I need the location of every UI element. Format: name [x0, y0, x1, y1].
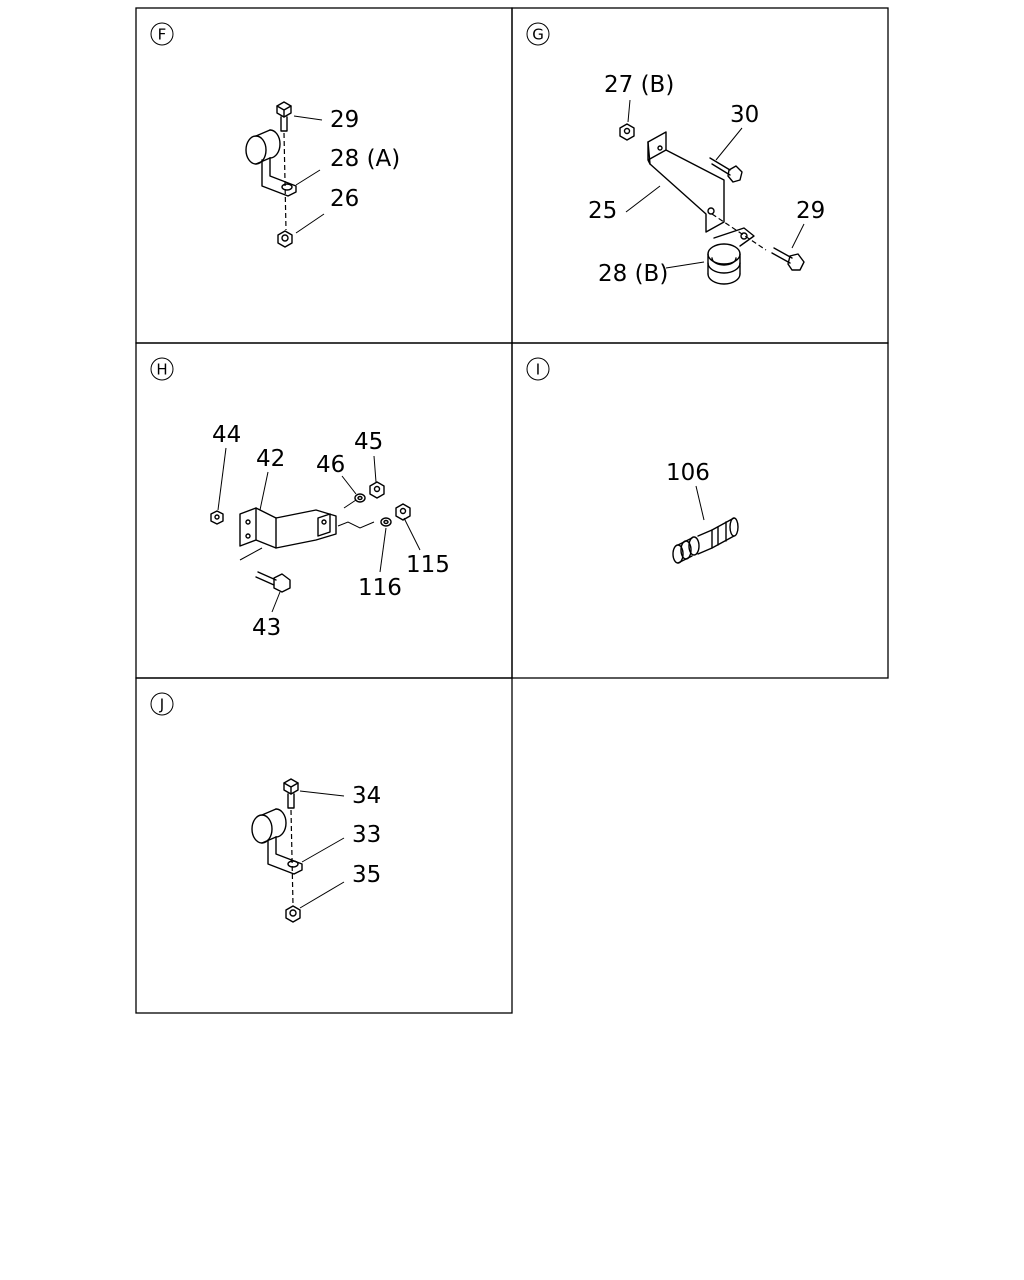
bolt-29-drawing [276, 101, 292, 132]
panel-frames [135, 7, 889, 1014]
nut-26-drawing [277, 230, 293, 248]
part-label-28a: 28 (A) [330, 146, 400, 172]
washer-116-drawing [380, 517, 392, 527]
nut-44-drawing [210, 510, 224, 525]
part-label-43: 43 [252, 615, 281, 641]
svg-text:H: H [156, 361, 167, 379]
panel-i-marker: I [526, 357, 550, 381]
bolt-axis [283, 132, 287, 231]
panel-h-frame [135, 342, 513, 679]
panel-j: J 34 33 35 [150, 692, 381, 923]
part-label-33: 33 [352, 822, 381, 848]
part-label-46: 46 [316, 452, 345, 478]
part-label-45: 45 [354, 429, 383, 455]
bolt-34-drawing [283, 778, 299, 809]
part-label-106: 106 [666, 460, 710, 486]
nut-35-drawing [285, 905, 301, 923]
panel-f-marker: F [150, 22, 174, 46]
washer-46-drawing [354, 493, 366, 503]
part-label-34: 34 [352, 783, 381, 809]
nut-115-drawing [395, 503, 411, 521]
panel-g-frame [511, 7, 889, 344]
svg-text:J: J [159, 696, 164, 714]
part-label-115: 115 [406, 552, 450, 578]
part-label-27b: 27 (B) [604, 72, 674, 98]
panel-h-marker: H [150, 357, 174, 381]
panel-g-marker: G [526, 22, 550, 46]
panel-f-frame [135, 7, 513, 344]
panel-j-frame [135, 677, 513, 1014]
part-label-116: 116 [358, 575, 402, 601]
clamp-28b-drawing [707, 227, 755, 285]
part-label-29-g: 29 [796, 198, 825, 224]
svg-text:F: F [158, 26, 167, 44]
panel-j-marker: J [150, 692, 174, 716]
part-label-28b: 28 (B) [598, 261, 668, 287]
part-label-29: 29 [330, 107, 359, 133]
part-label-44: 44 [212, 422, 241, 448]
part-label-35: 35 [352, 862, 381, 888]
clamp-28a-drawing [245, 129, 297, 197]
connector-106-drawing [672, 517, 739, 564]
panel-h: H [150, 357, 450, 641]
bolt-29-g-drawing [771, 247, 805, 271]
part-label-30: 30 [730, 102, 759, 128]
part-label-26: 26 [330, 186, 359, 212]
svg-text:I: I [536, 361, 540, 379]
panel-i: I 106 [526, 357, 739, 564]
bolt-43-drawing [239, 547, 291, 593]
bracket-25-drawing [647, 131, 725, 233]
part-label-25: 25 [588, 198, 617, 224]
part-label-42: 42 [256, 446, 285, 472]
panel-g: G [526, 22, 825, 287]
clamp-33-drawing [251, 808, 303, 875]
panel-f: F 29 28 (A) 26 [150, 22, 400, 248]
bolt-30-drawing [709, 157, 743, 183]
panel-i-frame [511, 342, 889, 679]
nut-45-drawing [369, 481, 385, 499]
nut-27b-drawing [619, 123, 635, 141]
svg-text:G: G [532, 26, 544, 44]
bracket-42-drawing [239, 507, 337, 549]
